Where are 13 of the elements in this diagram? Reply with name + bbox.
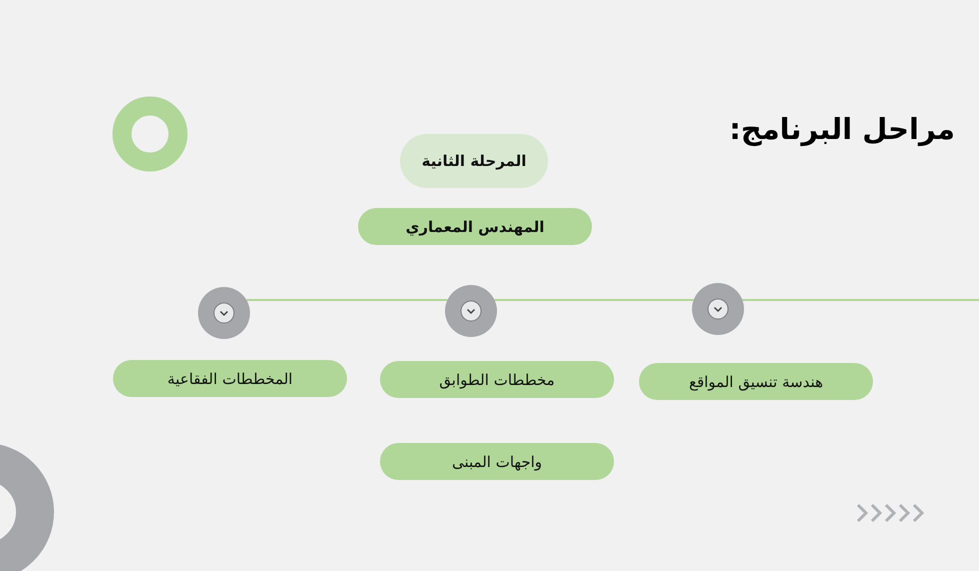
stage-pill: المرحلة الثانية [400,134,548,188]
diagram-title: مراحل البرنامج: [729,112,955,146]
stage-pill: واجهات المبنى [380,443,614,480]
stage-pill: مخططات الطوابق [380,361,614,398]
stage-pill: المهندس المعماري [358,208,592,245]
circle-node [198,287,250,339]
circle-node [445,285,497,337]
connector-line [246,299,448,301]
stage-pill: هندسة تنسيق المواقع [639,363,873,400]
stage-pill: المخططات الفقاعية [113,360,347,397]
connector-line [494,299,694,301]
connector-line [742,299,979,301]
circle-node [692,283,744,335]
